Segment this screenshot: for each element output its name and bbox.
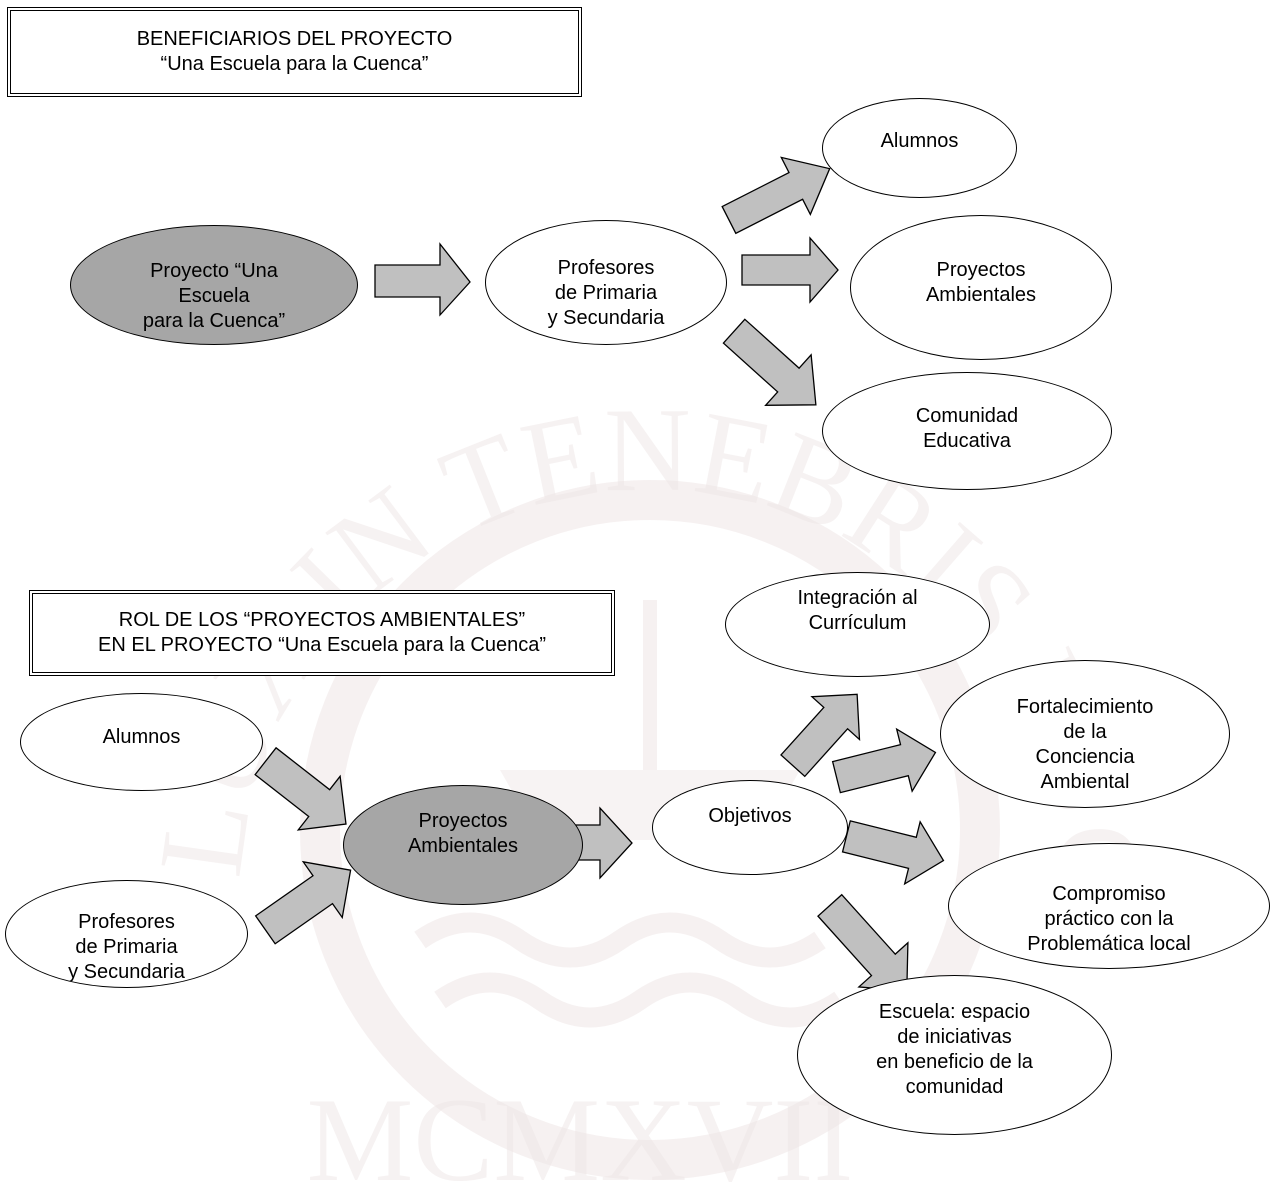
diagram2-title-box: ROL DE LOS “PROYECTOS AMBIENTALES” EN EL…	[29, 590, 615, 676]
node-label-line: para la Cuenca”	[142, 309, 286, 332]
node-label-line: Comunidad	[915, 405, 1019, 427]
node-label-line: Compromiso	[1052, 882, 1166, 905]
node-label-line: comunidad	[905, 1076, 1004, 1098]
arrow-to-fortalecimiento	[831, 727, 937, 794]
node-label-line: y Secundaria	[68, 960, 185, 983]
node-alumnos-d1: Alumnos	[822, 98, 1017, 198]
node-label-line: Problemática local	[1027, 932, 1191, 955]
arrow-proyecto-to-profesores	[374, 242, 471, 317]
node-compromiso: Compromiso práctico con la Problemática …	[948, 843, 1270, 969]
node-label-line: Ambientales	[925, 283, 1037, 306]
node-label-line: de iniciativas	[897, 1026, 1012, 1048]
node-label-line: de Primaria	[554, 282, 658, 304]
node-integracion-curriculum: Integración al Currículum	[725, 572, 990, 677]
node-label-line: Alumnos	[880, 129, 959, 152]
node-label-line: Ambiental	[1040, 771, 1130, 793]
node-label-line: Proyectos	[936, 258, 1026, 281]
node-label-line: Proyecto “Una	[150, 259, 278, 282]
node-comunidad-educativa: Comunidad Educativa	[822, 372, 1112, 490]
node-profesores-d2: Profesores de Primaria y Secundaria	[5, 880, 248, 988]
node-label-line: Escuela	[178, 284, 250, 307]
node-label-line: Alumnos	[102, 725, 181, 748]
arrow-to-comunidad	[722, 318, 817, 406]
arrow-to-proyectos-ambientales	[741, 236, 839, 304]
diagram2-title-line1: ROL DE LOS “PROYECTOS AMBIENTALES”	[118, 609, 526, 631]
node-label-line: Integración al	[797, 586, 918, 609]
node-fortalecimiento: Fortalecimiento de la Conciencia Ambient…	[940, 660, 1230, 808]
diagram1-title-line2: “Una Escuela para la Cuenca”	[160, 53, 429, 75]
node-objetivos: Objetivos	[652, 780, 848, 875]
node-label-line: de la	[1063, 721, 1107, 743]
node-proyectos-ambientales-d2: Proyectos Ambientales	[343, 785, 583, 905]
arrow-to-compromiso	[841, 820, 945, 886]
node-alumnos-d2: Alumnos	[20, 693, 263, 791]
node-label-line: Currículum	[808, 611, 907, 634]
node-proyectos-ambientales-d1: Proyectos Ambientales	[850, 215, 1112, 360]
diagram1-title-box: BENEFICIARIOS DEL PROYECTO “Una Escuela …	[7, 7, 582, 97]
node-proyecto-una-escuela: Proyecto “Una Escuela para la Cuenca”	[70, 225, 358, 345]
diagram1-title-line1: BENEFICIARIOS DEL PROYECTO	[136, 28, 453, 50]
node-label-line: Profesores	[557, 257, 655, 279]
node-label-line: en beneficio de la	[876, 1051, 1033, 1073]
node-label-line: Profesores	[78, 910, 175, 933]
diagram2-title-line2: EN EL PROYECTO “Una Escuela para la Cuen…	[98, 634, 546, 656]
node-label-line: Fortalecimiento	[1016, 696, 1154, 718]
node-label-line: Proyectos	[418, 810, 508, 832]
node-label-line: Objetivos	[708, 805, 792, 827]
node-label-line: y Secundaria	[547, 307, 665, 329]
node-label-line: de Primaria	[75, 935, 178, 958]
node-label-line: Ambientales	[407, 835, 519, 857]
node-label-line: práctico con la	[1044, 907, 1174, 930]
arrow-proyectos-to-objetivos	[574, 806, 633, 880]
node-escuela-espacio: Escuela: espacio de iniciativas en benef…	[797, 975, 1112, 1135]
arrow-to-alumnos	[721, 156, 831, 235]
node-profesores-d1: Profesores de Primaria y Secundaria	[485, 220, 727, 345]
node-label-line: Escuela: espacio	[878, 1001, 1031, 1023]
node-label-line: Conciencia	[1035, 746, 1135, 768]
node-label-line: Educativa	[923, 430, 1011, 452]
